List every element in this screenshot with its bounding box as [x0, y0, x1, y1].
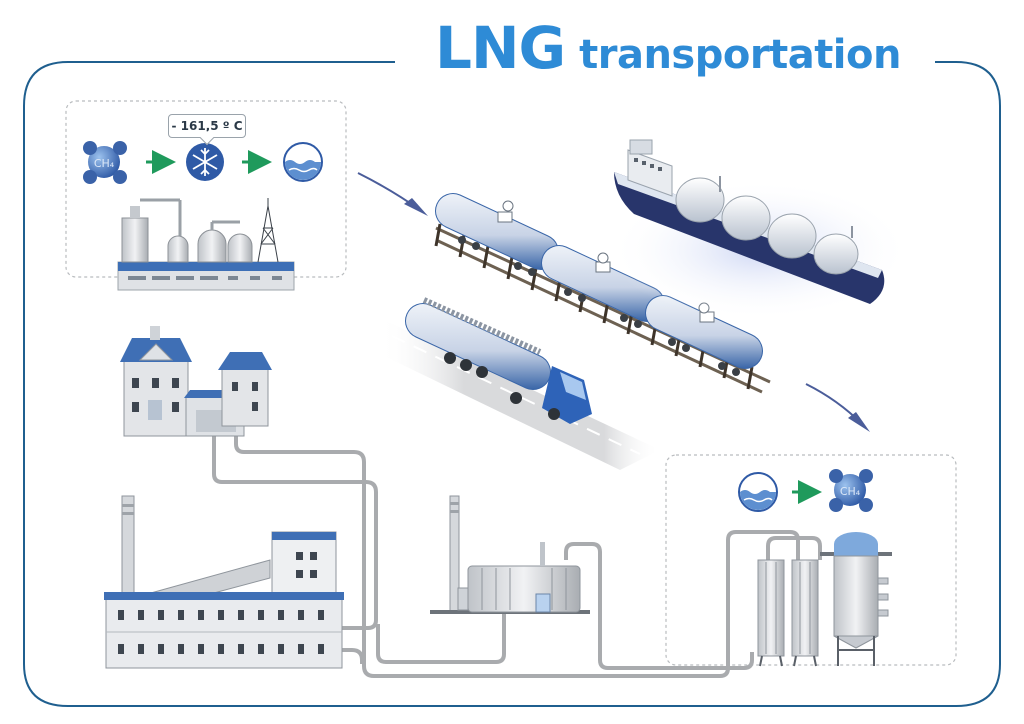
lng-carrier-ship: [610, 139, 910, 320]
outer-frame: [23, 61, 1001, 707]
ship-superstructure: [627, 139, 673, 197]
regasification-panel: [665, 454, 957, 666]
power-station: [430, 495, 590, 614]
title-sub: transportation: [579, 32, 901, 78]
title-main: LNG: [435, 14, 566, 82]
molecule-label: CH₄: [840, 485, 861, 498]
temperature-callout: - 161,5 º C: [168, 114, 246, 138]
arrow-head: [848, 412, 870, 432]
molecule-label: CH₄: [94, 157, 115, 170]
tanker-truck: [405, 297, 592, 424]
residential-houses: [120, 326, 272, 437]
liquid-icon: [738, 472, 778, 512]
methane-molecule-icon: CH₄: [83, 141, 127, 184]
page-title: LNG transportation: [406, 14, 930, 88]
rail-tank-car: [435, 193, 559, 276]
arrow-head: [404, 198, 428, 216]
snowflake-icon: [186, 143, 224, 181]
gas-pipelines: [212, 432, 822, 678]
liquid-icon: [283, 142, 323, 182]
industrial-factory: [104, 495, 344, 669]
lng-storage-tank: [820, 532, 892, 666]
liquefaction-plant: [117, 198, 295, 291]
methane-molecule-icon: CH₄: [829, 469, 873, 512]
vaporizers: [757, 559, 819, 667]
